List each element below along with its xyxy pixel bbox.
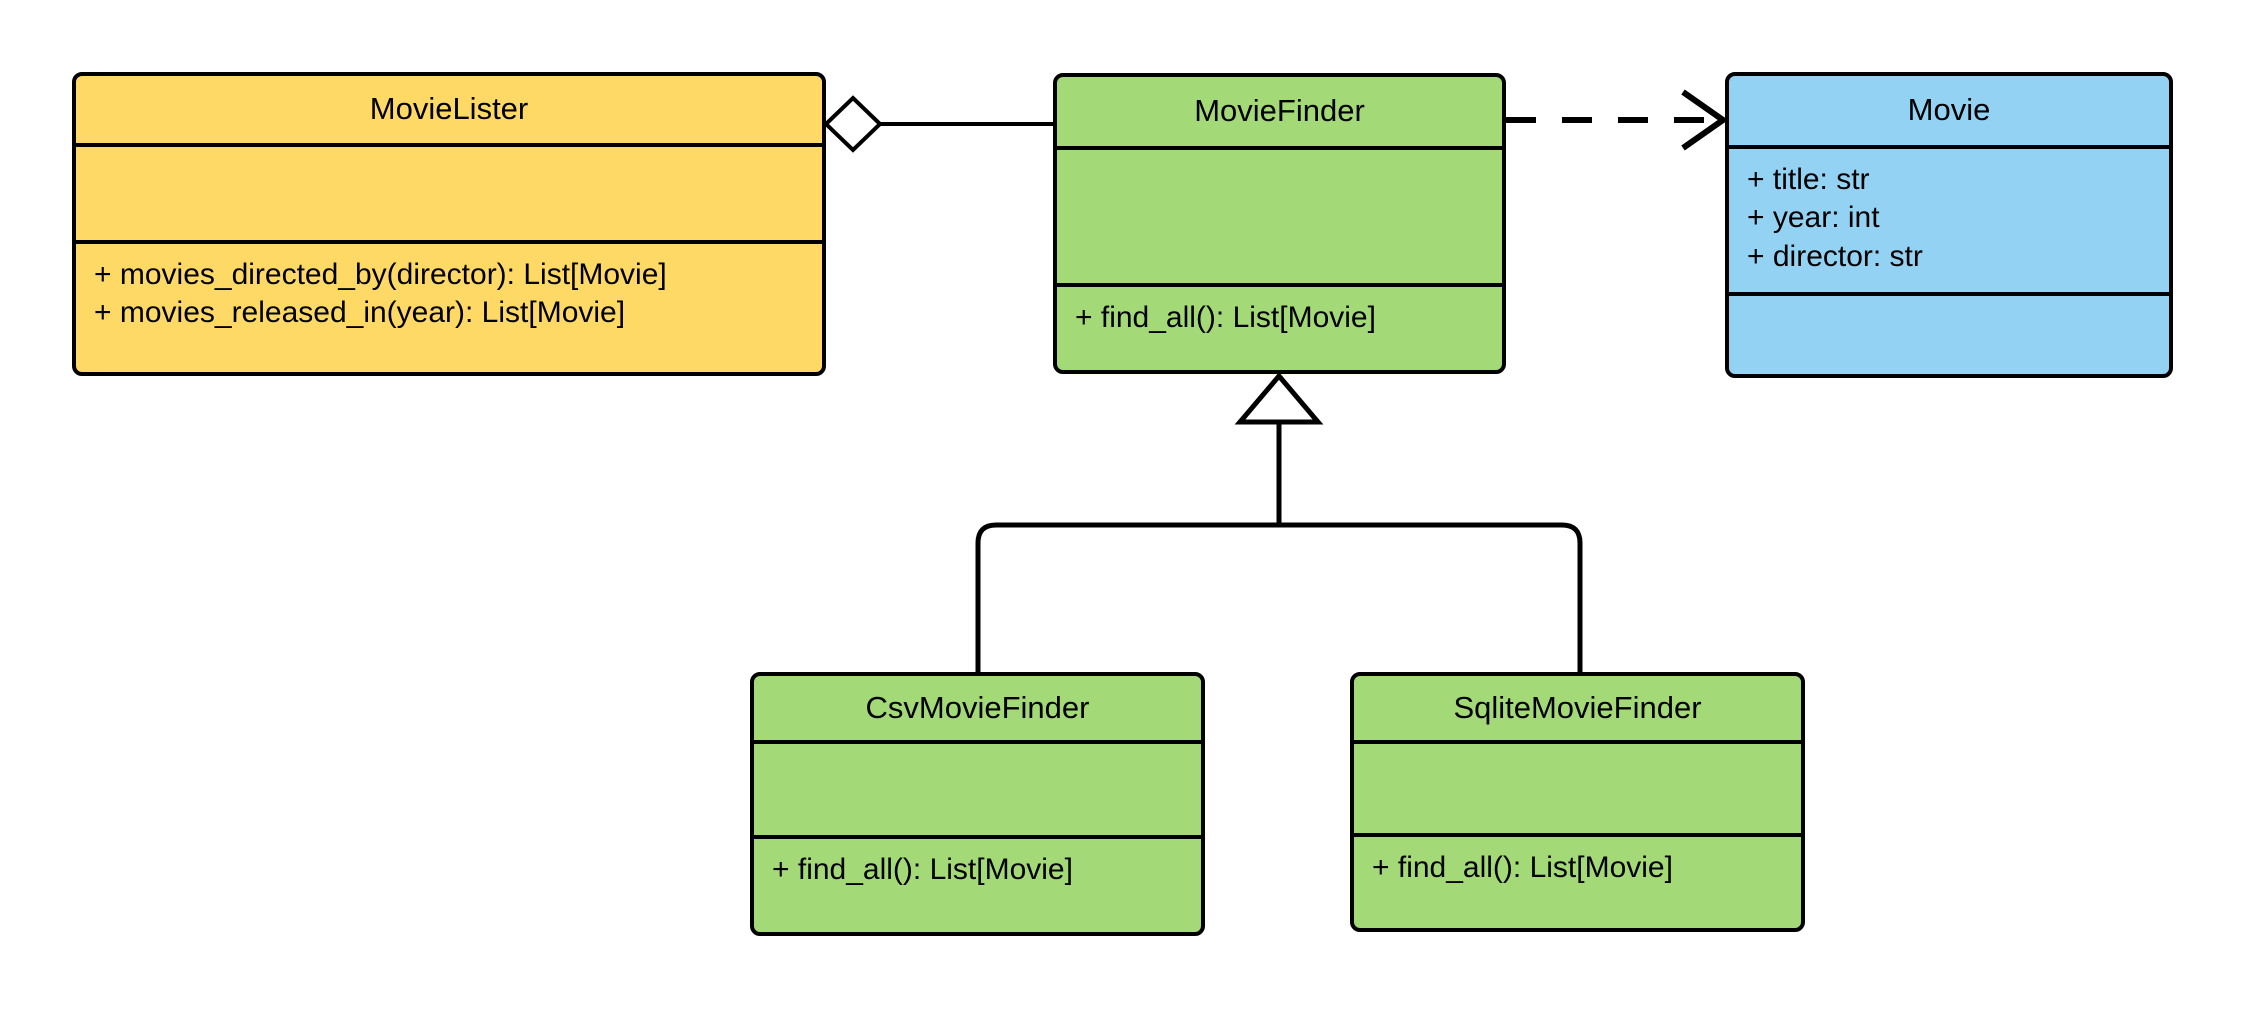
- hollow-triangle-icon: [1234, 372, 1324, 425]
- class-box-moviefinder[interactable]: MovieFinder + find_all(): List[Movie]: [1053, 73, 1506, 374]
- class-box-movielister[interactable]: MovieLister + movies_directed_by(directo…: [72, 72, 826, 376]
- attribute-item: + year: int: [1747, 201, 1880, 235]
- class-name-label: MovieLister: [369, 91, 529, 127]
- class-name-compartment: MovieFinder: [1057, 77, 1502, 150]
- class-attributes-compartment: [754, 744, 1201, 839]
- class-attributes-compartment: + title: str + year: int + director: str: [1729, 149, 2169, 296]
- class-operations-compartment: + find_all(): List[Movie]: [1057, 287, 1502, 337]
- aggregation-edge-movielister-moviefinder[interactable]: [823, 95, 1053, 153]
- class-name-label: SqliteMovieFinder: [1453, 689, 1702, 725]
- class-name-label: Movie: [1907, 92, 1991, 128]
- attribute-item: + title: str: [1747, 163, 1870, 196]
- class-operations-compartment: + find_all(): List[Movie]: [754, 839, 1201, 889]
- class-attributes-compartment: [76, 147, 822, 244]
- attribute-item: + director: str: [1747, 239, 1923, 273]
- hollow-diamond-icon: [823, 95, 883, 153]
- operation-item: + find_all(): List[Movie]: [1075, 301, 1376, 334]
- class-operations-compartment: + find_all(): List[Movie]: [1354, 837, 1801, 887]
- generalization-branch-bus: [975, 522, 1583, 672]
- class-name-compartment: CsvMovieFinder: [754, 676, 1201, 744]
- class-name-compartment: MovieLister: [76, 76, 822, 147]
- operation-item: + find_all(): List[Movie]: [772, 853, 1073, 886]
- operation-item: + movies_released_in(year): List[Movie]: [94, 296, 626, 330]
- operation-item: + find_all(): List[Movie]: [1372, 851, 1673, 884]
- class-box-sqlitemoviefinder[interactable]: SqliteMovieFinder + find_all(): List[Mov…: [1350, 672, 1805, 932]
- class-box-csvmoviefinder[interactable]: CsvMovieFinder + find_all(): List[Movie]: [750, 672, 1205, 936]
- open-arrow-icon: [1681, 89, 1729, 151]
- class-name-compartment: SqliteMovieFinder: [1354, 676, 1801, 744]
- class-attributes-compartment: [1057, 150, 1502, 287]
- class-name-label: MovieFinder: [1194, 93, 1365, 129]
- dependency-edge-moviefinder-movie[interactable]: [1506, 89, 1729, 151]
- class-box-movie[interactable]: Movie + title: str + year: int + directo…: [1725, 72, 2173, 378]
- generalization-edge-tree[interactable]: [975, 372, 1583, 672]
- class-operations-compartment: + movies_directed_by(director): List[Mov…: [76, 244, 822, 333]
- class-name-compartment: Movie: [1729, 76, 2169, 149]
- class-name-label: CsvMovieFinder: [865, 689, 1090, 725]
- class-attributes-compartment: [1354, 744, 1801, 837]
- operation-item: + movies_directed_by(director): List[Mov…: [94, 258, 667, 291]
- class-operations-compartment: [1729, 296, 2169, 308]
